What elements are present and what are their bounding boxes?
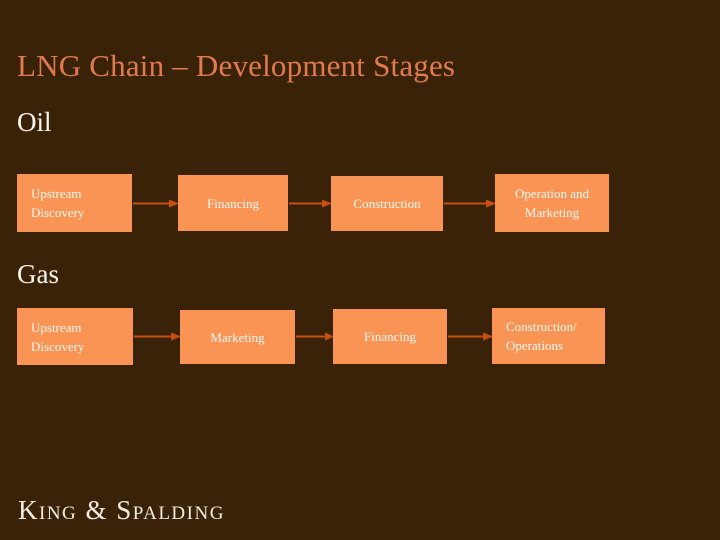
- stage-label-line: Upstream: [31, 186, 82, 201]
- section-heading-gas: Gas: [17, 259, 59, 289]
- stage-label-line: Operations: [506, 338, 564, 353]
- arrow-right-icon: [289, 198, 332, 209]
- flow-row-gas: Upstream Discovery Marketing Financing: [0, 308, 720, 365]
- arrow-right-icon: [133, 198, 179, 209]
- stage-label-line: Marketing: [524, 205, 580, 220]
- stage-label-line: Financing: [364, 329, 416, 344]
- arrow-right-icon: [134, 331, 181, 342]
- stage-label-line: Marketing: [210, 329, 265, 345]
- stage-label-line: Discovery: [31, 338, 85, 354]
- page-title: LNG Chain – Development Stages: [17, 48, 456, 83]
- stage-box-oil-construction[interactable]: Construction: [331, 176, 443, 231]
- stage-box-gas-construction-operations[interactable]: Construction/ Operations: [492, 308, 605, 364]
- stage-box-gas-upstream-discovery[interactable]: Upstream Discovery: [17, 308, 133, 365]
- stage-label-line: Construction: [353, 196, 421, 211]
- stage-box-oil-operation-and-marketing[interactable]: Operation and Marketing: [495, 174, 609, 232]
- stage-box-gas-financing[interactable]: Financing: [333, 309, 447, 364]
- stage-label-line: Upstream: [31, 319, 82, 335]
- flow-row-oil: Upstream Discovery Financing Constructio…: [0, 174, 720, 232]
- section-heading-oil: Oil: [17, 107, 52, 137]
- stage-label-line: Financing: [207, 195, 259, 211]
- arrow-right-icon: [448, 331, 493, 342]
- stage-label-line: Discovery: [31, 205, 85, 220]
- arrow-right-icon: [444, 198, 496, 209]
- stage-box-oil-upstream-discovery[interactable]: Upstream Discovery: [17, 174, 132, 232]
- stage-label-line: Construction/: [506, 319, 577, 334]
- stage-label-line: Operation and: [514, 186, 589, 201]
- footer-logo: King & Spalding: [18, 495, 225, 525]
- stage-box-oil-financing[interactable]: Financing: [178, 175, 288, 231]
- arrow-right-icon: [296, 331, 334, 342]
- stage-box-gas-marketing[interactable]: Marketing: [180, 310, 295, 364]
